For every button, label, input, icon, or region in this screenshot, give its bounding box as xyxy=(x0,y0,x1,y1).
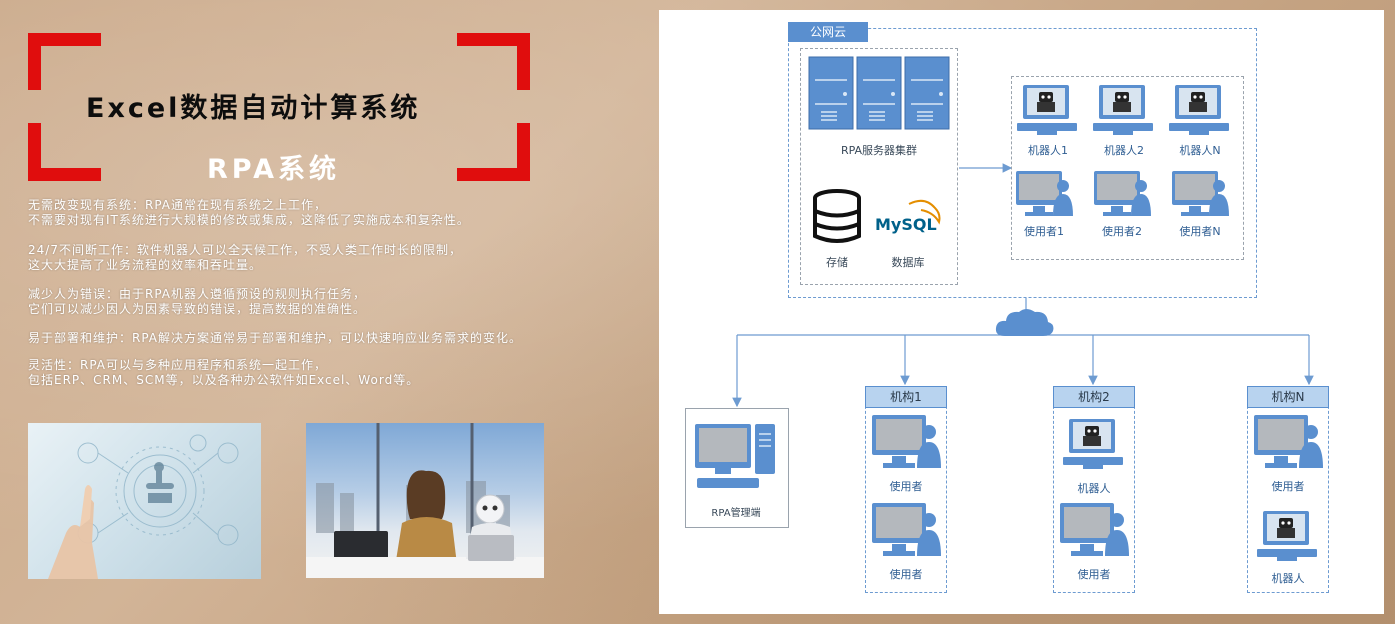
server-cluster-box xyxy=(800,48,958,285)
paragraph-line: 灵活性：RPA可以与多种应用程序和系统一起工作， xyxy=(28,358,328,372)
paragraph-no-change: 无需改变现有系统：RPA通常在现有系统之上工作， 不需要对现有IT系统进行大规模… xyxy=(28,198,628,228)
bracket-bottom-left-v xyxy=(28,123,41,181)
paragraph-line: 这大大提高了业务流程的效率和吞吐量。 xyxy=(28,258,263,272)
user-2-label: 使用者2 xyxy=(1102,225,1142,238)
org-1-user-icon xyxy=(872,415,941,468)
paragraph-line: 减少人为错误：由于RPA机器人遵循预设的规则执行任务， xyxy=(28,287,367,301)
paragraph-reduce-errors: 减少人为错误：由于RPA机器人遵循预设的规则执行任务， 它们可以减少因人为因素导… xyxy=(28,287,628,317)
paragraph-line: 它们可以减少因人为因素导致的错误，提高数据的准确性。 xyxy=(28,302,367,316)
org-2-robot-icon xyxy=(1063,419,1123,469)
robot-n-icon xyxy=(1169,85,1229,135)
user-2-icon xyxy=(1094,171,1151,216)
rpa-admin-label: RPA管理端 xyxy=(711,508,761,519)
paragraph-line: 易于部署和维护：RPA解决方案通常易于部署和维护，可以快速响应业务需求的变化。 xyxy=(28,331,523,345)
paragraph-line: 不需要对现有IT系统进行大规模的修改或集成，这降低了实施成本和复杂性。 xyxy=(28,213,470,227)
org-1-item-1-label: 使用者 xyxy=(889,480,923,493)
paragraph-24-7: 24/7不间断工作：软件机器人可以全天候工作，不受人类工作时长的限制， 这大大提… xyxy=(28,243,628,273)
org-n-item-2-label: 机器人 xyxy=(1271,572,1305,585)
database-label: 数据库 xyxy=(891,256,925,269)
org-2-item-2-label: 使用者 xyxy=(1077,568,1111,581)
robots-users-box xyxy=(1011,76,1244,260)
org-1-user-2-icon xyxy=(872,503,941,556)
office-robot-image xyxy=(306,423,544,578)
org-2-label: 机构2 xyxy=(1053,386,1135,408)
public-cloud-box xyxy=(788,28,1257,298)
bracket-top-left-h xyxy=(28,33,101,46)
rpa-admin-box xyxy=(685,408,789,528)
server-rack-icon xyxy=(808,56,950,130)
org-n-label: 机构N xyxy=(1247,386,1329,408)
bracket-top-right-v xyxy=(517,33,530,90)
user-1-icon xyxy=(1016,171,1073,216)
tech-hand-image xyxy=(28,423,261,579)
public-cloud-label: 公网云 xyxy=(788,22,868,42)
robot-1-label: 机器人1 xyxy=(1028,144,1068,157)
rpa-admin-computer-icon xyxy=(695,424,775,488)
server-cluster-label: RPA服务器集群 xyxy=(840,144,918,157)
bracket-top-right-h xyxy=(457,33,530,46)
org-n-item-1-label: 使用者 xyxy=(1271,480,1305,493)
user-1-label: 使用者1 xyxy=(1024,225,1064,238)
robot-n-label: 机器人N xyxy=(1179,144,1221,157)
org-1-label: 机构1 xyxy=(865,386,947,408)
architecture-diagram: 公网云 RPA服务器集群 存储 MySQL 数据库 xyxy=(659,10,1384,614)
robot-2-icon xyxy=(1093,85,1153,135)
paragraph-flexibility: 灵活性：RPA可以与多种应用程序和系统一起工作， 包括ERP、CRM、SCM等，… xyxy=(28,358,628,388)
cloud-icon xyxy=(995,309,1054,336)
bracket-top-left-v xyxy=(28,33,41,90)
storage-icon xyxy=(813,189,861,243)
mysql-logo-text: MySQL xyxy=(875,215,937,234)
robot-1-icon xyxy=(1017,85,1077,135)
org-n-user-icon xyxy=(1254,415,1323,468)
org-2-item-1-label: 机器人 xyxy=(1077,482,1111,495)
org-n-robot-icon xyxy=(1257,511,1317,561)
robot-2-label: 机器人2 xyxy=(1104,144,1144,157)
page-subtitle: RPA系统 xyxy=(207,154,340,185)
user-n-label: 使用者N xyxy=(1179,225,1221,238)
org-2-user-icon xyxy=(1060,503,1129,556)
storage-label: 存储 xyxy=(826,256,848,269)
paragraph-line: 包括ERP、CRM、SCM等，以及各种办公软件如Excel、Word等。 xyxy=(28,373,420,387)
bracket-bottom-right-h xyxy=(457,168,530,181)
mysql-logo-icon: MySQL xyxy=(875,199,941,234)
bracket-bottom-left-h xyxy=(28,168,101,181)
page-title: Excel数据自动计算系统 xyxy=(86,93,421,124)
paragraph-line: 无需改变现有系统：RPA通常在现有系统之上工作， xyxy=(28,198,328,212)
paragraph-line: 24/7不间断工作：软件机器人可以全天候工作，不受人类工作时长的限制， xyxy=(28,243,462,257)
paragraph-deploy: 易于部署和维护：RPA解决方案通常易于部署和维护，可以快速响应业务需求的变化。 xyxy=(28,331,628,346)
user-n-icon xyxy=(1172,171,1229,216)
bracket-bottom-right-v xyxy=(517,123,530,181)
org-1-item-2-label: 使用者 xyxy=(889,568,923,581)
